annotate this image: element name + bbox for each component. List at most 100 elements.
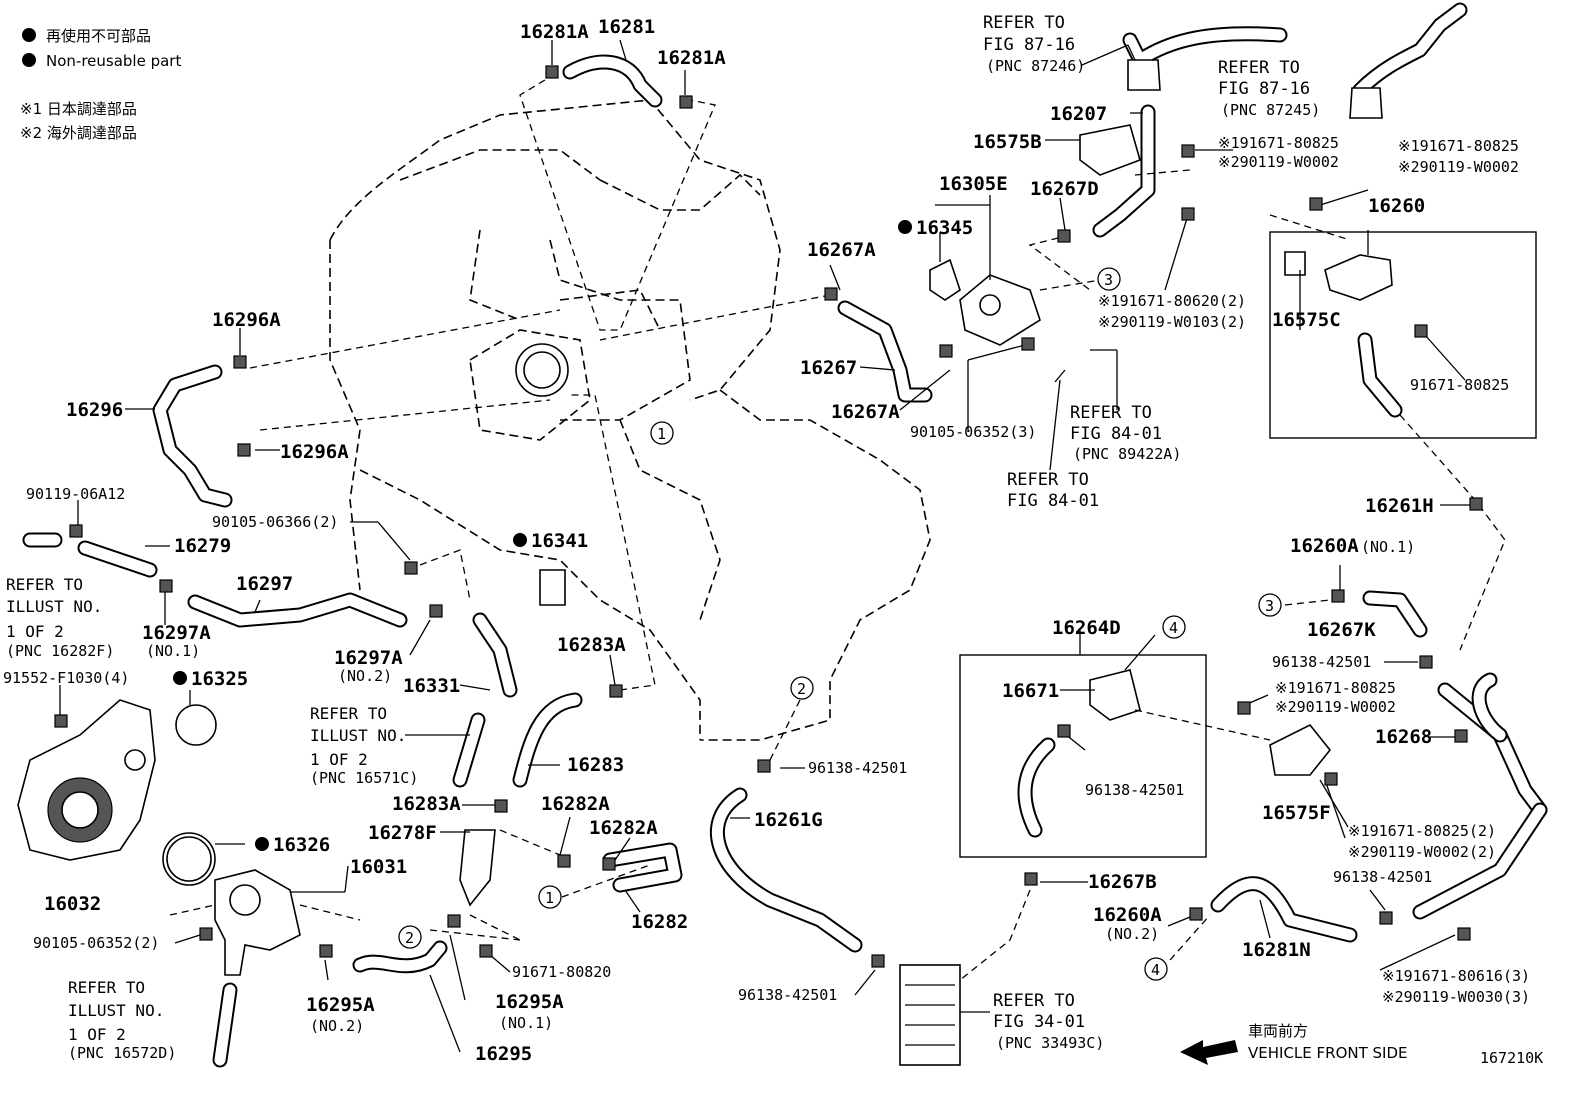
- part-label: 16267A: [831, 401, 900, 423]
- ref-line: 1 OF 2: [310, 750, 368, 769]
- part-label: 16268: [1375, 726, 1432, 748]
- non-reusable-dot-icon: [255, 837, 269, 851]
- part-label: 91552-F1030(4): [3, 669, 129, 687]
- fasteners: [54, 65, 1483, 968]
- part-labels: 16281A 16281 16281A 16296A 16296 16296A …: [3, 16, 1543, 1067]
- part-label: 16295A: [306, 994, 375, 1016]
- part-label: 16261H: [1365, 495, 1434, 517]
- part-label: 16296A: [280, 441, 349, 463]
- components: [17, 59, 1393, 1066]
- ref-line: (PNC 87245): [1221, 101, 1320, 119]
- part-label: ※191671-80825: [1275, 679, 1396, 697]
- callout-1: 1: [545, 889, 554, 907]
- callout-4: 4: [1151, 961, 1160, 979]
- non-reusable-dot-icon: [173, 671, 187, 685]
- callout-3: 3: [1265, 597, 1274, 615]
- callout-2: 2: [405, 929, 414, 947]
- part-label: (NO.2): [338, 667, 392, 685]
- callout-2: 2: [797, 680, 806, 698]
- part-label: 16283A: [392, 793, 461, 815]
- front-arrow-icon: [1180, 1040, 1238, 1065]
- box-16260: [1269, 231, 1537, 439]
- part-label: ※191671-80825: [1398, 137, 1519, 155]
- box-16264D: [959, 654, 1207, 858]
- ref-line: REFER TO: [1007, 470, 1089, 490]
- part-label: 90105-06352(3): [910, 423, 1036, 441]
- part-label: ※191671-80825: [1218, 134, 1339, 152]
- part-label: 16267D: [1030, 178, 1099, 200]
- ref-line: ILLUST NO.: [6, 597, 102, 616]
- part-label: 16281: [598, 16, 655, 38]
- part-label: 16325: [191, 668, 248, 690]
- part-label: (NO.2): [310, 1017, 364, 1035]
- part-label: ※290119-W0002: [1398, 158, 1519, 176]
- callout-3: 3: [1104, 271, 1113, 289]
- ref-line: FIG 84-01: [1007, 491, 1099, 511]
- part-label: 16283A: [557, 634, 626, 656]
- part-label: 16267B: [1088, 871, 1157, 893]
- part-label: 96138-42501: [738, 986, 837, 1004]
- vehicle-front-indicator: 車両前方 VEHICLE FRONT SIDE: [1180, 1022, 1408, 1065]
- part-label: 16575F: [1262, 802, 1331, 824]
- part-label: 16305E: [939, 173, 1008, 195]
- part-label: 16296A: [212, 309, 281, 331]
- part-label: ※290119-W0030(3): [1382, 988, 1530, 1006]
- part-label: 16032: [44, 893, 101, 915]
- ref-line: (PNC 89422A): [1073, 445, 1181, 463]
- part-label: 16297A: [334, 647, 403, 669]
- part-label: ※290119-W0002(2): [1348, 843, 1496, 861]
- ref-line: REFER TO: [983, 13, 1065, 33]
- legend: 再使用不可部品 Non-reusable part ※1 日本調達部品 ※2 海…: [20, 27, 181, 142]
- part-label: (NO.1): [1361, 538, 1415, 556]
- part-label: 16264D: [1052, 617, 1121, 639]
- ref-line: (PNC 16282F): [6, 642, 114, 660]
- part-label: 16345: [916, 217, 973, 239]
- part-label: 16296: [66, 399, 123, 421]
- hoses: [22, 2, 1548, 1068]
- ref-line: REFER TO: [310, 704, 387, 723]
- part-label: 16260A: [1093, 904, 1162, 926]
- non-reusable-dot-icon: [898, 220, 912, 234]
- part-label: 16297A: [142, 622, 211, 644]
- part-label: 16295A: [495, 991, 564, 1013]
- part-label: 16278F: [368, 822, 437, 844]
- part-label: ※290119-W0002: [1218, 153, 1339, 171]
- part-label: 16281A: [520, 21, 589, 43]
- part-label: 16261G: [754, 809, 823, 831]
- ref-line: REFER TO: [993, 991, 1075, 1011]
- ref-line: REFER TO: [6, 575, 83, 594]
- part-label: 16671: [1002, 680, 1059, 702]
- ref-line: 1 OF 2: [6, 622, 64, 641]
- front-label-en: VEHICLE FRONT SIDE: [1248, 1044, 1408, 1062]
- part-label: ※191671-80616(3): [1382, 967, 1530, 985]
- part-label: 96138-42501: [808, 759, 907, 777]
- part-label: 16282A: [541, 793, 610, 815]
- ref-line: (PNC 33493C): [996, 1034, 1104, 1052]
- part-label: 96138-42501: [1272, 653, 1371, 671]
- leader-lines: [59, 39, 1506, 1053]
- engine-outline: [329, 99, 931, 741]
- ref-line: (PNC 16572D): [68, 1044, 176, 1062]
- part-label: 16326: [273, 834, 330, 856]
- ref-line: ILLUST NO.: [310, 726, 406, 745]
- part-label: 16207: [1050, 103, 1107, 125]
- legend-note-1: ※1 日本調達部品: [20, 100, 137, 118]
- part-label: ※290119-W0103(2): [1098, 313, 1246, 331]
- ref-line: (PNC 87246): [986, 57, 1085, 75]
- non-reusable-dot-icon: [22, 53, 36, 67]
- non-reusable-dot-icon: [513, 533, 527, 547]
- part-label: (NO.2): [1105, 925, 1159, 943]
- part-label: 16297: [236, 573, 293, 595]
- ref-line: (PNC 16571C): [310, 769, 418, 787]
- part-label: ※290119-W0002: [1275, 698, 1396, 716]
- part-label: 16282: [631, 911, 688, 933]
- callout-1: 1: [657, 425, 666, 443]
- part-label: 16267A: [807, 239, 876, 261]
- ref-line: 1 OF 2: [68, 1025, 126, 1044]
- ref-line: FIG 87-16: [1218, 79, 1310, 99]
- part-label: 96138-42501: [1333, 868, 1432, 886]
- part-label: 90119-06A12: [26, 485, 125, 503]
- part-label: ※191671-80825(2): [1348, 822, 1496, 840]
- part-label: 16295: [475, 1043, 532, 1065]
